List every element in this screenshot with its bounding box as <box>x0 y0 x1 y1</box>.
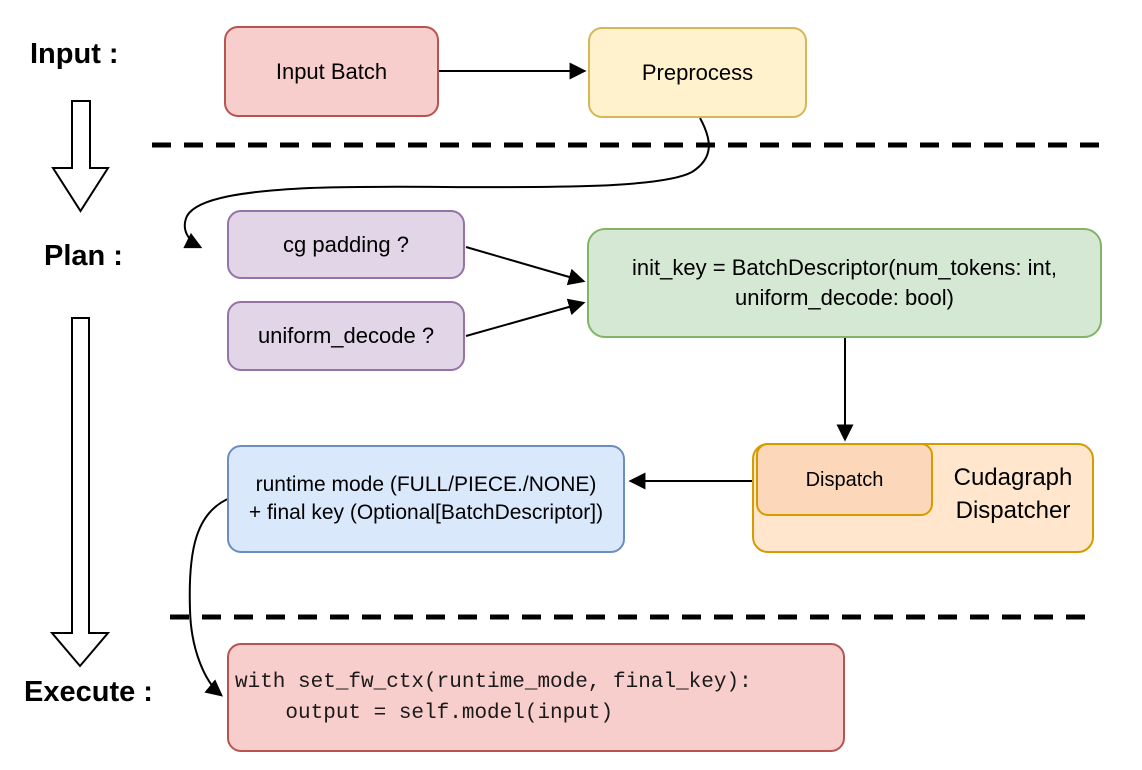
arrow-cgpadding-to-initkey <box>465 246 586 286</box>
cudagraph-label-line1: Cudagraph <box>953 464 1073 491</box>
node-input-batch: Input Batch <box>224 26 439 117</box>
node-init-key-line2: uniform_decode: bool) <box>735 285 954 310</box>
execute-code-line1: with set_fw_ctx(runtime_mode, final_key)… <box>235 670 752 694</box>
phase-label-plan: Plan : <box>44 240 123 272</box>
node-execute-code: with set_fw_ctx(runtime_mode, final_key)… <box>227 643 845 752</box>
node-runtime-mode-line1: runtime mode (FULL/PIECE./NONE) <box>255 473 597 496</box>
phase-label-input: Input : <box>30 38 119 70</box>
node-uniform-decode-label: uniform_decode ? <box>257 323 435 348</box>
cudagraph-label-line2: Dispatcher <box>955 497 1071 524</box>
arrow-icon-input-to-plan <box>51 100 110 213</box>
node-preprocess-label: Preprocess <box>641 59 754 85</box>
node-cg-padding: cg padding ? <box>227 210 465 279</box>
node-input-batch-label: Input Batch <box>275 58 388 84</box>
node-runtime-mode-line2: + final key (Optional[BatchDescriptor]) <box>248 501 604 524</box>
node-dispatch: Dispatch <box>756 443 933 516</box>
node-dispatch-label: Dispatch <box>805 468 884 491</box>
node-preprocess: Preprocess <box>588 27 807 118</box>
node-cudagraph-dispatcher-label: Cudagraph Dispatcher <box>930 461 1096 527</box>
node-runtime-mode: runtime mode (FULL/PIECE./NONE) + final … <box>227 445 625 553</box>
node-uniform-decode: uniform_decode ? <box>227 301 465 371</box>
execute-code-line2: output = self.model(input) <box>235 701 614 725</box>
arrow-uniformdecode-to-initkey <box>465 298 586 337</box>
arrow-preprocess-to-cgpadding <box>183 117 710 249</box>
phase-label-execute: Execute : <box>24 676 153 708</box>
arrow-runtimemode-to-executecode <box>188 497 231 697</box>
arrow-icon-plan-to-execute <box>49 317 111 668</box>
node-init-key-line1: init_key = BatchDescriptor(num_tokens: i… <box>632 255 1057 280</box>
node-cg-padding-label: cg padding ? <box>283 231 409 257</box>
node-init-key: init_key = BatchDescriptor(num_tokens: i… <box>587 228 1102 338</box>
